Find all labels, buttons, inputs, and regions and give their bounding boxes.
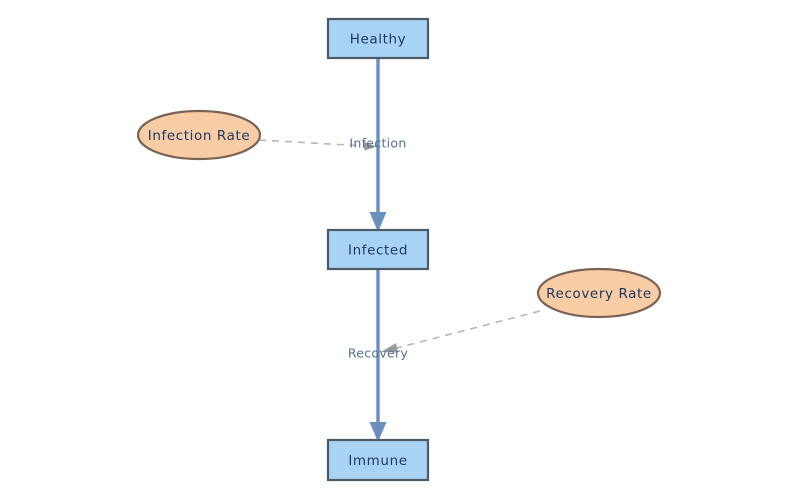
- edge-label-recovery: Recovery: [348, 346, 409, 361]
- node-recovery-rate-label: Recovery Rate: [546, 286, 652, 302]
- arrowhead-recovery-rate: [381, 343, 398, 353]
- arrowhead-infection-rate: [363, 141, 377, 151]
- dependency-line-infection-rate: [258, 139, 367, 147]
- node-infection-rate-label: Infection Rate: [148, 128, 251, 144]
- node-immune-label: Immune: [348, 453, 407, 469]
- node-infected-label: Infected: [348, 243, 408, 259]
- arrowhead-down-to-immune: [369, 422, 387, 442]
- node-healthy-shape[interactable]: [326, 17, 430, 60]
- node-recovery-rate-shape[interactable]: [536, 267, 662, 319]
- node-immune[interactable]: Immune: [326, 438, 430, 482]
- flow-arrow-healthy-to-infected: [369, 58, 387, 232]
- node-infected[interactable]: Infected: [326, 228, 430, 271]
- node-immune-shape[interactable]: [326, 438, 430, 482]
- dependency-recovery-rate: [381, 310, 541, 353]
- arrowhead-down-to-infected: [369, 212, 387, 232]
- node-infection-rate[interactable]: Infection Rate: [136, 109, 262, 161]
- node-recovery-rate[interactable]: Recovery Rate: [536, 267, 662, 319]
- flow-arrow-infected-to-immune: [369, 269, 387, 442]
- node-healthy-label: Healthy: [350, 32, 407, 48]
- node-healthy[interactable]: Healthy: [326, 17, 430, 60]
- node-infection-rate-shape[interactable]: [136, 109, 262, 161]
- edge-label-infection: Infection: [349, 136, 406, 151]
- dependency-infection-rate: [258, 139, 377, 151]
- dependency-line-recovery-rate: [392, 310, 541, 350]
- node-infected-shape[interactable]: [326, 228, 430, 271]
